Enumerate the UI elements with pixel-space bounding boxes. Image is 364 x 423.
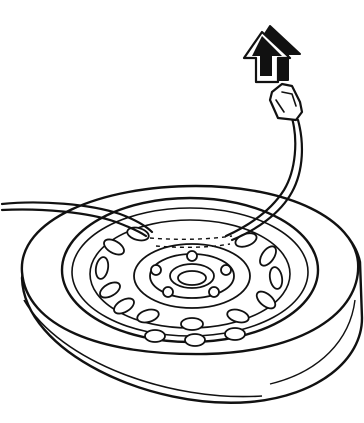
hub: [134, 244, 250, 308]
up-arrow-icon: [244, 26, 300, 82]
